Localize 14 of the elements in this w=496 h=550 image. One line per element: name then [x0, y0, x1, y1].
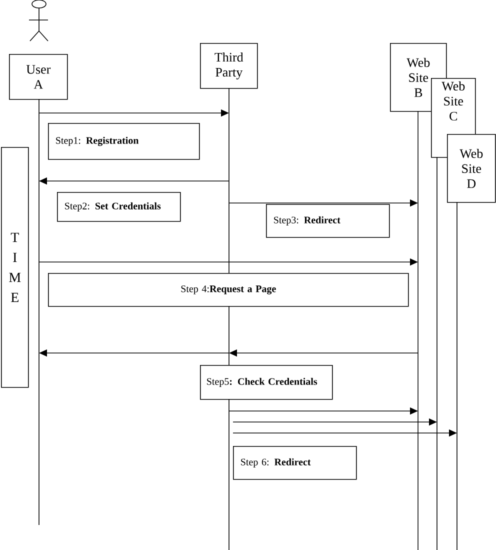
- step-box: Step1: Registration: [48, 123, 200, 160]
- participant-box: User A: [9, 54, 68, 100]
- step-box: Step 4:Request a Page: [48, 273, 409, 307]
- step-box: Step5: Check Credentials: [200, 365, 333, 400]
- time-box: T I M E: [1, 147, 29, 388]
- participant-box: Web Site D: [447, 134, 496, 203]
- lifeline: [456, 202, 458, 550]
- lifeline: [38, 98, 40, 526]
- step-box: Step2: Set Credentials: [57, 192, 181, 222]
- step-box: Step 6: Redirect: [233, 446, 357, 480]
- step-box: Step3: Redirect: [266, 204, 390, 238]
- lifeline: [436, 156, 438, 550]
- participant-box: Third Party: [200, 43, 258, 89]
- lifeline: [228, 88, 230, 550]
